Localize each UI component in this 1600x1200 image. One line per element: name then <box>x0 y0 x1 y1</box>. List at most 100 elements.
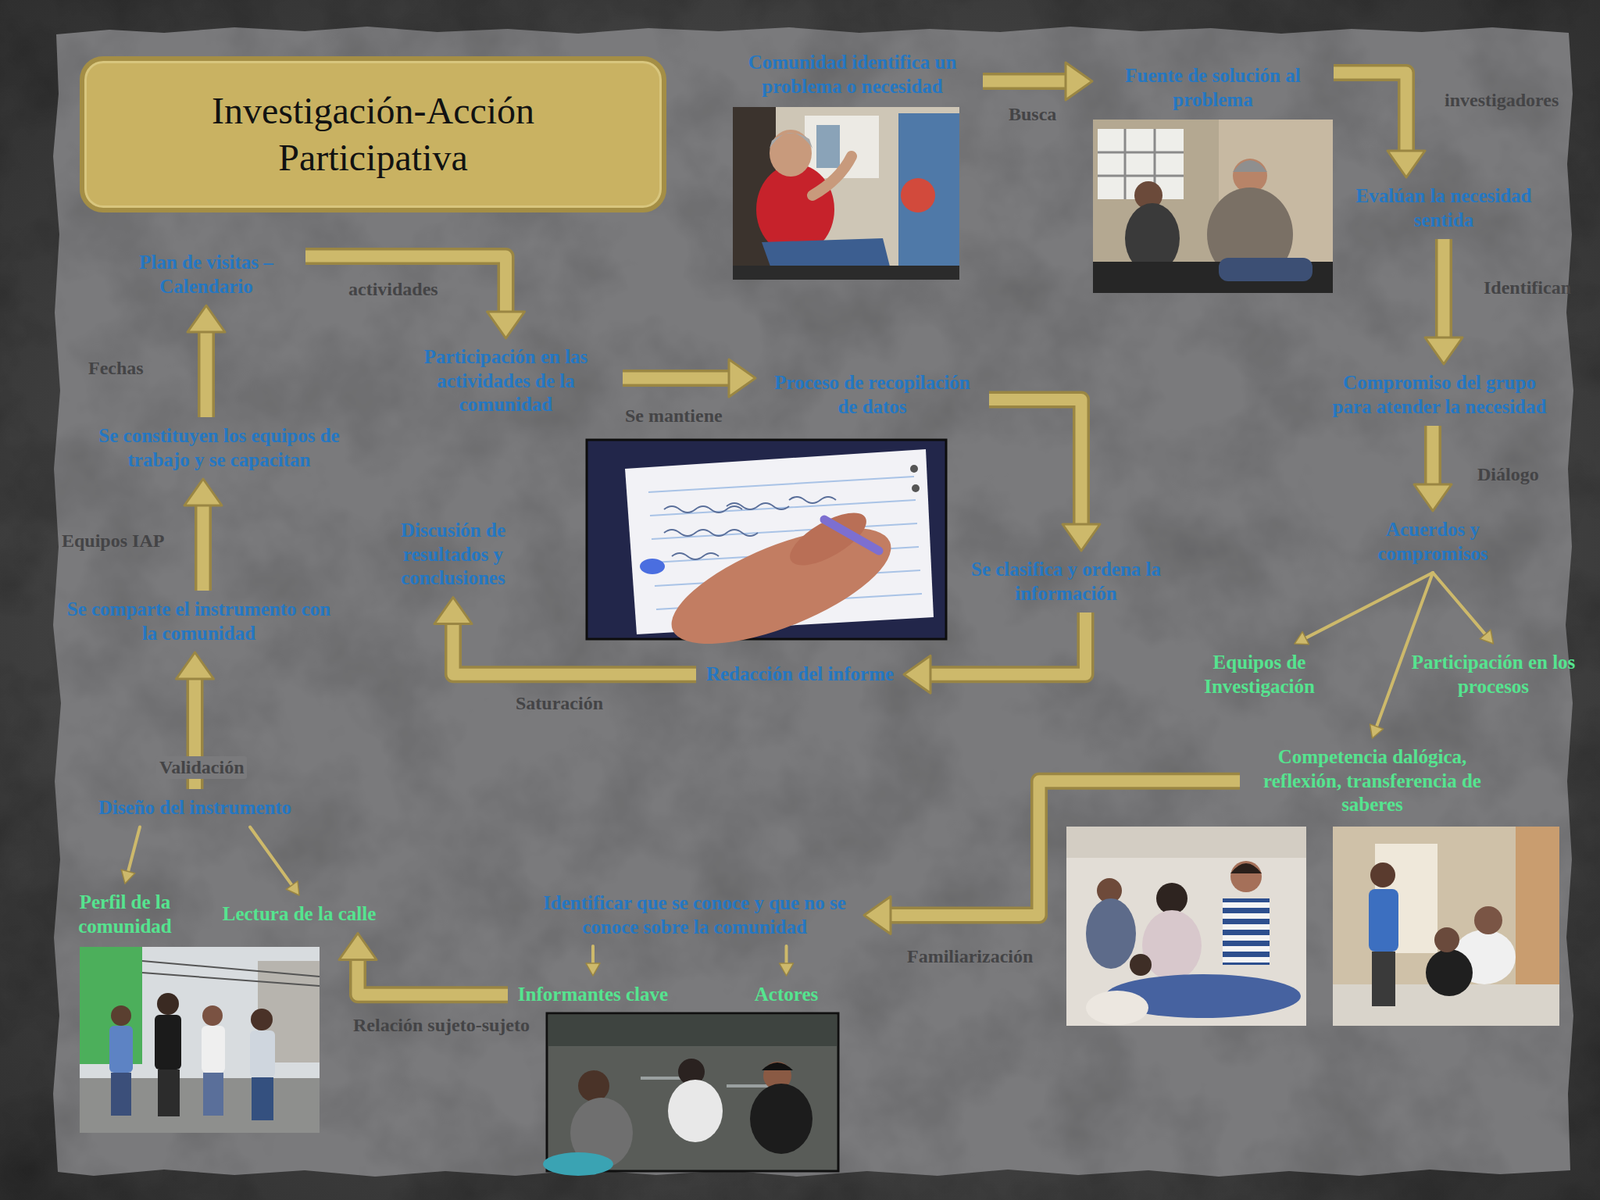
photo-street <box>203 1072 224 1116</box>
step-text: Participación en las actividades de la c… <box>398 345 614 418</box>
title-box: Investigación-Acción Participativa <box>79 56 667 213</box>
step-node: Perfil de la comunidad <box>53 888 197 941</box>
step-text: Plan de visitas – Calendario <box>116 250 297 299</box>
photo-group-room <box>1085 898 1136 969</box>
photo-informants <box>546 1013 839 1172</box>
step-node: Actores <box>749 980 824 1010</box>
arrow-body <box>305 256 507 314</box>
photo-group-room <box>1156 882 1188 915</box>
arrow-head <box>487 311 525 339</box>
step-node: Identificar que se conoce y que no se co… <box>529 889 860 942</box>
photo-street <box>201 1025 225 1073</box>
step-text: Redacción del informe <box>705 662 895 687</box>
photo-street <box>154 1014 182 1070</box>
arrow-body <box>982 75 1068 88</box>
step-text: Competencia dalógica, reflexión, transfe… <box>1249 745 1496 818</box>
photo-street <box>79 946 320 1133</box>
step-node: Fuente de solución al problema <box>1096 61 1329 115</box>
arrow-head <box>1414 484 1452 511</box>
photo-street <box>157 1069 180 1117</box>
arrow-body <box>250 827 293 887</box>
step-text: Identificar que se conoce y que no se co… <box>534 891 855 940</box>
photo-standing-woman <box>1371 951 1396 1007</box>
block-arrow <box>305 256 525 339</box>
photo-notebook <box>586 439 947 668</box>
arrow-head <box>585 963 600 976</box>
arrow-outline <box>982 72 1068 90</box>
thin-arrow <box>585 946 600 976</box>
arrow-body <box>357 958 508 996</box>
photo-group-room <box>1066 826 1307 1026</box>
arrow-outline <box>453 622 697 675</box>
step-text: Fuente de solución al problema <box>1101 64 1325 112</box>
arrow-outline <box>194 503 212 591</box>
step-node: Proceso de recopilación de datos <box>760 368 985 422</box>
edge-label: Diálogo <box>1474 463 1543 486</box>
edge-label: investigadores <box>1441 89 1562 112</box>
arrow-body <box>622 372 731 385</box>
arrow-head <box>1370 724 1384 739</box>
arrow-body <box>453 622 697 675</box>
arrow-outline <box>622 369 731 387</box>
thin-arrow <box>121 827 140 885</box>
edge-label: Relación sujeto-sujeto <box>350 1014 533 1037</box>
photo-group-room <box>1230 863 1262 874</box>
arrow-head <box>1425 337 1463 365</box>
arrow-head <box>1062 524 1100 551</box>
arrow-head <box>1479 629 1493 644</box>
photo-notebook <box>911 484 920 493</box>
photo-two-seated <box>1092 119 1333 293</box>
step-node: Informantes clave <box>512 980 674 1010</box>
arrow-body <box>128 827 140 874</box>
arrow-outline <box>1435 239 1453 340</box>
step-node: Lectura de la calle <box>217 900 382 929</box>
edge-label: Saturación <box>512 692 607 715</box>
photo-street <box>250 1008 273 1031</box>
arrow-head <box>1387 150 1425 178</box>
photo-group-room <box>1066 826 1307 1026</box>
step-text: Se constituyen los equipos de trabajo y … <box>72 424 366 472</box>
arrow-body <box>928 612 1086 675</box>
photo-standing-woman <box>1370 862 1396 888</box>
step-node: Redacción del informe <box>700 660 900 690</box>
thin-arrow <box>250 827 300 897</box>
photo-standing-woman <box>1425 949 1473 997</box>
photo-group-room <box>1142 910 1202 981</box>
arrow-head <box>864 896 891 935</box>
step-text: Compromiso del grupo para atender la nec… <box>1324 371 1555 419</box>
photo-informants <box>542 1152 614 1176</box>
photo-informants <box>542 1013 839 1176</box>
step-text: Se comparte el instrumento con la comuni… <box>64 597 334 646</box>
photo-notebook <box>910 464 918 473</box>
photo-two-seated <box>1092 119 1333 293</box>
arrow-head <box>779 963 794 976</box>
step-node: Plan de visitas – Calendario <box>111 248 301 301</box>
photo-notebook <box>639 558 665 575</box>
arrow-outline <box>989 400 1082 527</box>
photo-woman-red <box>732 265 960 280</box>
step-text: Diseño del instrumento <box>97 796 293 821</box>
photo-street <box>79 946 320 1133</box>
photo-informants <box>750 1083 813 1154</box>
photo-informants <box>761 1062 793 1071</box>
photo-notebook <box>657 504 905 668</box>
edge-label: Busca <box>1005 103 1060 126</box>
title-text: Investigación-Acción Participativa <box>139 87 608 182</box>
arrow-outline <box>305 256 507 314</box>
arrow-head <box>187 305 225 333</box>
step-text: Actores <box>753 982 819 1008</box>
arrow-outline <box>1424 425 1442 486</box>
photo-notebook <box>824 519 879 551</box>
step-node: Se comparte el instrumento con la comuni… <box>59 595 339 648</box>
block-arrow <box>989 400 1100 552</box>
block-arrow <box>1425 239 1463 365</box>
step-node: Comunidad identifica un problema o neces… <box>726 48 979 101</box>
step-text: Informantes clave <box>517 982 669 1008</box>
photo-woman-red <box>732 107 960 280</box>
photo-woman-red <box>812 156 852 196</box>
step-node: Se clasifica y ordena la información <box>942 555 1190 608</box>
block-arrow <box>187 305 225 418</box>
